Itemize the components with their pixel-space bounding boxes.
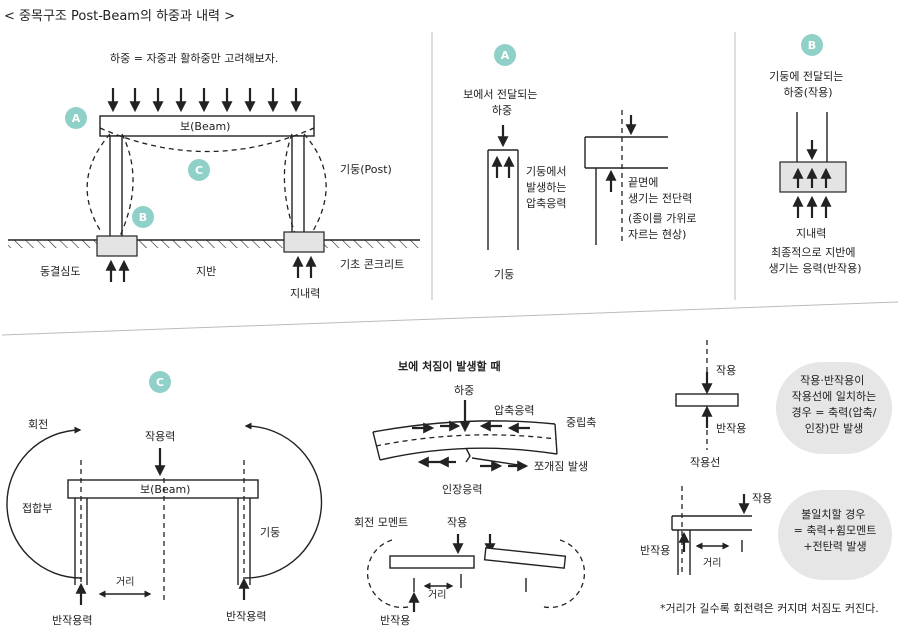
panel-post-beam-overview: 하중 = 자중과 활하중만 고려해보자. 보(Beam)	[8, 51, 420, 300]
rotation-arrow-left	[6, 426, 83, 579]
shear-note: (종이를 가위로 자르는 현상)	[628, 212, 700, 241]
moment-arc-left	[366, 539, 413, 609]
reaction-right-label: 반작용력	[226, 610, 266, 623]
joint-label: 접합부	[22, 502, 52, 515]
load-to-footing-label: 기둥에 전달되는 하중(작용)	[769, 70, 847, 99]
shear-label: 끝면에 생기는 전단력	[628, 176, 692, 205]
neutral-axis	[375, 434, 557, 447]
text-line: 발생하는	[526, 180, 566, 194]
beam-label: 보(Beam)	[140, 483, 190, 496]
bearing-label: 지내력	[290, 287, 320, 300]
post-label: 기둥	[494, 268, 514, 281]
distance-label: 거리	[703, 557, 721, 569]
svg-text:C: C	[195, 164, 203, 177]
text-line: = 축력+휨모멘트	[794, 524, 877, 537]
beam-segment-right	[483, 547, 567, 569]
aligned-note-pill	[776, 362, 892, 454]
acting2-label: 작용	[752, 492, 772, 505]
text-line: 인장)만 발생	[805, 422, 863, 435]
load-arrows	[107, 88, 302, 113]
neutral-axis-label: 중립축	[566, 416, 596, 429]
post-right	[291, 135, 305, 239]
tension-label: 인장응력	[442, 483, 482, 496]
marker-c	[188, 159, 210, 181]
text-line: 하중(작용)	[783, 85, 832, 99]
marker-b	[132, 206, 154, 228]
acting-label: 작용	[447, 516, 467, 529]
marker-a	[494, 44, 516, 66]
rotation-arrow-right	[244, 422, 323, 579]
acting-label: 작용	[716, 364, 736, 377]
distance-label: 거리	[428, 589, 446, 601]
misaligned-note-pill	[778, 490, 892, 580]
text-line: 작용선에 일치하는	[792, 389, 876, 403]
load-label: 하중	[454, 383, 474, 397]
beam-label: 보(Beam)	[180, 120, 230, 133]
load-to-post-label: 보에서 전달되는 하중	[463, 88, 541, 117]
crack-label: 쪼개짐 발생	[534, 460, 588, 473]
footing-right	[283, 231, 325, 253]
svg-text:B: B	[808, 39, 816, 52]
beam-top	[372, 420, 556, 433]
marker-a	[65, 107, 87, 129]
deflection-curve	[99, 127, 315, 153]
crack	[465, 447, 471, 463]
ground-hatch	[8, 240, 420, 248]
rotation-label: 회전	[28, 418, 48, 431]
reaction-label: 반작용	[380, 614, 410, 627]
svg-text:B: B	[139, 211, 147, 224]
text-line: 압축응력	[526, 197, 566, 210]
compression-label: 압축응력	[494, 404, 534, 417]
reaction-label: 반작용	[716, 422, 746, 435]
svg-text:C: C	[156, 376, 164, 389]
rotation-curve	[86, 133, 111, 231]
panel-beam-deflection: 보에 처짐이 발생할 때 하중 압축응력 중립축 쪼개짐 발생 인장응력 회전 …	[354, 359, 596, 627]
post-label: 기둥	[260, 526, 280, 539]
frost-depth-label: 동결심도	[40, 265, 80, 278]
deflection-title: 보에 처짐이 발생할 때	[398, 359, 501, 373]
beam	[67, 479, 259, 499]
footnote: *거리가 길수록 회전력은 커지며 처짐도 커진다.	[660, 602, 879, 615]
text-line: 경우 = 축력(압축/	[792, 406, 877, 419]
post-label: 기둥(Post)	[340, 163, 392, 176]
action-line-label: 작용선	[690, 456, 720, 469]
load-note: 하중 = 자중과 활하중만 고려해보자.	[110, 51, 278, 65]
panel-b-footing-bearing: B 기둥에 전달되는 하중(작용) 지내력 최종적으로 지반에 생기는 응력(반…	[768, 34, 862, 275]
distance-label: 거리	[116, 576, 134, 588]
bearing-label: 지내력	[796, 227, 826, 240]
svg-text:A: A	[501, 49, 510, 62]
marker-b	[801, 34, 823, 56]
text-line: 생기는 응력(반작용)	[768, 262, 861, 275]
beam-bottom	[379, 447, 558, 461]
reaction-left-label: 반작용력	[52, 614, 92, 627]
misaligned-note: 불일치할 경우 = 축력+휨모멘트+전탄력 발생	[794, 507, 877, 553]
moment-arc-right	[539, 539, 586, 609]
footing-left	[96, 235, 138, 257]
footing-label: 기초 콘크리트	[340, 258, 404, 271]
beam	[99, 115, 315, 137]
element	[675, 393, 739, 407]
post-left	[109, 135, 123, 239]
marker-c	[149, 371, 171, 393]
moment-label: 회전 모멘트	[354, 516, 408, 529]
beam-segment-left	[389, 555, 475, 569]
reaction2-label: 반작용	[640, 544, 670, 557]
acting-force-label: 작용력	[145, 430, 175, 443]
text-line: 하중	[492, 103, 512, 117]
reaction-label: 최종적으로 지반에 생기는 응력(반작용)	[768, 246, 861, 275]
page-title: < 중목구조 Post-Beam의 하중과 내력 >	[4, 9, 235, 24]
text-line: +전탄력 발생	[803, 540, 866, 553]
text-line: 자르는 현상)	[628, 228, 686, 241]
text-line: 생기는 전단력	[628, 192, 692, 205]
ground-label: 지반	[196, 265, 216, 278]
separator	[1, 301, 899, 336]
svg-text:A: A	[72, 112, 81, 125]
panel-c-rotation: C 회전 작용력 보(Beam) 접합부 기둥 거리 반작용력 반작용력	[6, 371, 323, 627]
